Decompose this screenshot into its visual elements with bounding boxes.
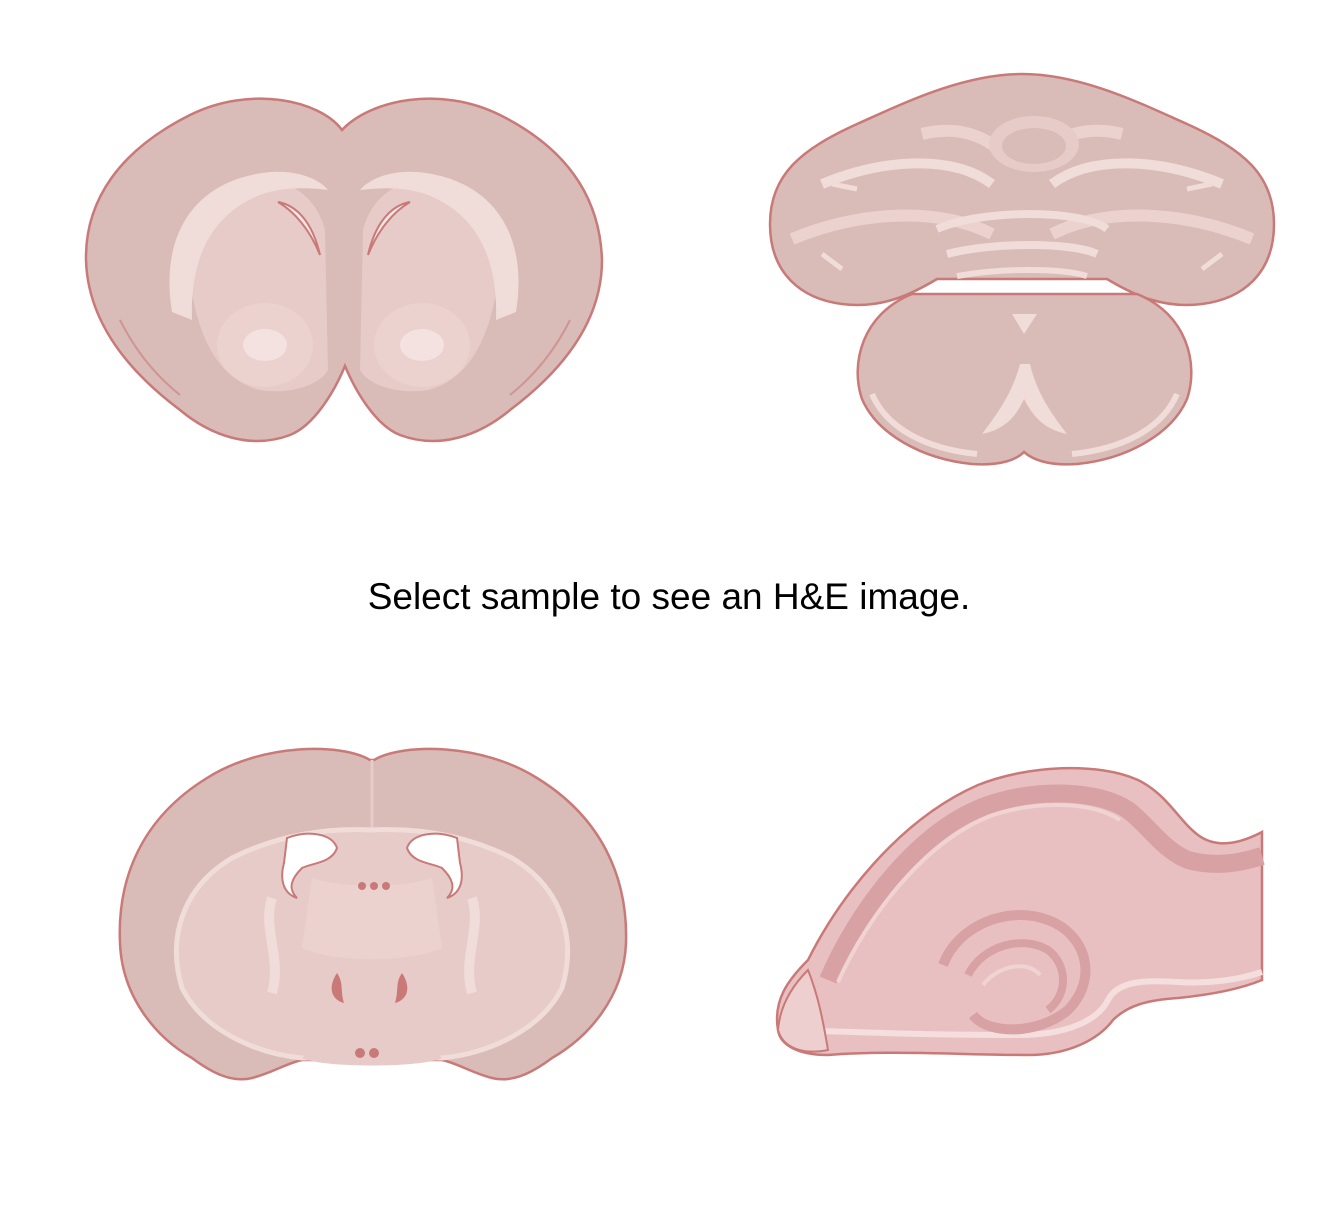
sample-cerebellum-section[interactable]	[762, 64, 1282, 476]
instruction-text: Select sample to see an H&E image.	[367, 576, 971, 617]
sample-hippocampus-section[interactable]	[768, 750, 1272, 1066]
hippocampus-icon	[775, 766, 1265, 1057]
brain-coronal-mid-icon	[118, 747, 628, 1081]
sample-coronal-section[interactable]	[112, 738, 634, 1098]
sample-forebrain-section[interactable]	[80, 80, 610, 460]
cerebellum-section-icon	[768, 72, 1276, 466]
brain-coronal-anterior-icon	[84, 97, 604, 443]
